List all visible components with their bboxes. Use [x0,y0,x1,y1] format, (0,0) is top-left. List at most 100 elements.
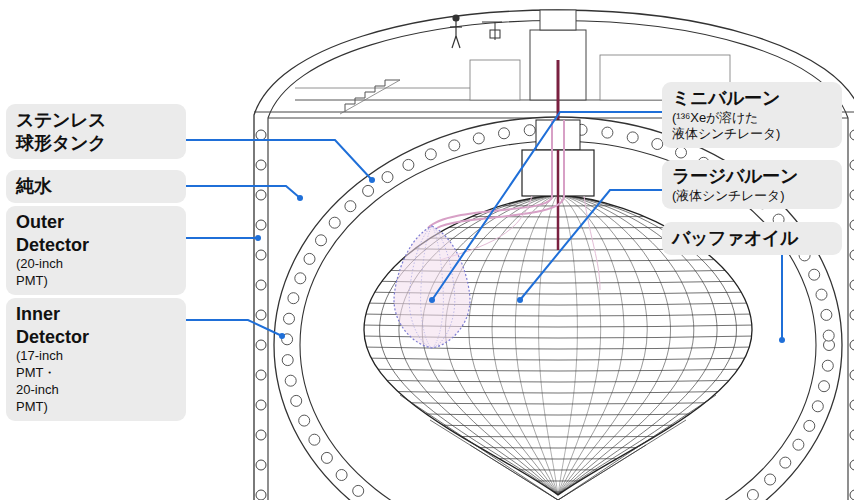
part-detail: (20-inch PMT) [16,256,65,290]
label-box: Inner Detector(17-inch PMT・ 20-inch PMT) [6,298,186,421]
od-pmt [256,130,266,140]
balloon-rope [558,420,686,500]
id-pmt [345,201,356,212]
od-pmt [850,130,854,140]
mini-balloon-feed [584,196,600,290]
balloon-latitude [360,358,756,360]
balloon-latitude [360,402,756,404]
id-pmt [765,474,776,485]
od-pmt [256,310,266,320]
leader-line [186,320,282,336]
leader-dot [517,297,523,303]
leader-line [520,190,662,300]
mini-balloon-feed [551,120,553,196]
od-pmt [256,160,266,170]
od-pmt [850,160,854,170]
id-pmt [499,128,510,139]
id-pmt [449,140,460,151]
part-name: Inner Detector [16,303,92,348]
label-box: Outer Detector(20-inch PMT) [6,206,186,295]
id-pmt [304,253,315,264]
id-pmt [524,125,535,136]
id-pmt [353,485,364,496]
id-pmt [819,381,830,392]
inner-detector-pmts [282,124,835,500]
crane-hook [482,22,502,40]
od-pmt [850,280,854,290]
balloon-rope [400,395,558,500]
staircase [340,80,400,114]
id-pmt [816,289,827,300]
od-pmt [256,430,266,440]
leader-dot [369,177,375,183]
leader-line [186,186,300,198]
id-pmt [284,313,295,324]
od-pmt [850,190,854,200]
balloon-latitude [360,424,756,426]
od-pmt [850,310,854,320]
id-pmt [822,360,833,371]
od-pmt [256,190,266,200]
balloon-rope [430,420,558,500]
mini-balloon-feed [563,120,565,196]
id-pmt [473,133,484,144]
balloon-latitude [360,413,756,415]
balloon-latitude [360,490,756,492]
deck-building [470,60,520,100]
od-pmt [850,370,854,380]
od-pmt [256,220,266,230]
part-name: ステンレス 球形タンク [16,109,108,154]
part-name: バッファオイル [672,227,800,250]
balloon-latitude [360,457,756,459]
od-pmt [256,400,266,410]
id-pmt [809,269,820,280]
id-pmt [316,235,327,246]
leader-dot [255,235,261,241]
label-box: ラージバルーン(液体シンチレータ) [662,160,842,209]
balloon-latitude [360,479,756,481]
balloon-latitude [360,391,756,393]
id-pmt [291,395,302,406]
person-figure [450,15,462,48]
balloon-latitude [360,468,756,470]
id-pmt [285,375,296,386]
od-pmt [850,460,854,470]
tower-top [540,10,576,30]
mini-balloon-mesh [409,226,455,348]
id-pmt [321,452,332,463]
id-pmt [676,147,687,158]
balloon-rope [558,395,716,500]
leader-line [432,112,662,300]
label-box: ステンレス 球形タンク [6,104,186,159]
id-pmt [804,420,815,431]
leader-dot [779,337,785,343]
id-pmt [282,355,293,366]
leader-dot [429,297,435,303]
id-pmt [780,457,791,468]
od-pmt [256,250,266,260]
balloon-latitude [360,347,756,349]
od-pmt [256,340,266,350]
od-pmt [256,460,266,470]
part-detail: (液体シンチレータ) [672,188,787,205]
label-box: バッファオイル [662,222,842,255]
label-box: 純水 [6,170,186,203]
chimney-rod [557,150,560,250]
id-pmt [336,470,347,481]
part-name: Outer Detector [16,211,92,256]
id-pmt [363,185,374,196]
part-name: 純水 [16,175,54,198]
id-pmt [821,309,832,320]
id-pmt [812,401,823,412]
id-pmt [288,293,299,304]
balloon-latitude [360,380,756,382]
od-pmt [850,490,854,500]
balloon-rope [470,445,558,500]
od-pmt [256,370,266,380]
leader-line [781,255,783,341]
id-pmt [627,132,638,143]
stainless-sphere-inner [300,141,816,500]
id-pmt [382,172,393,183]
id-pmt [329,217,340,228]
mini-balloon [394,226,470,348]
